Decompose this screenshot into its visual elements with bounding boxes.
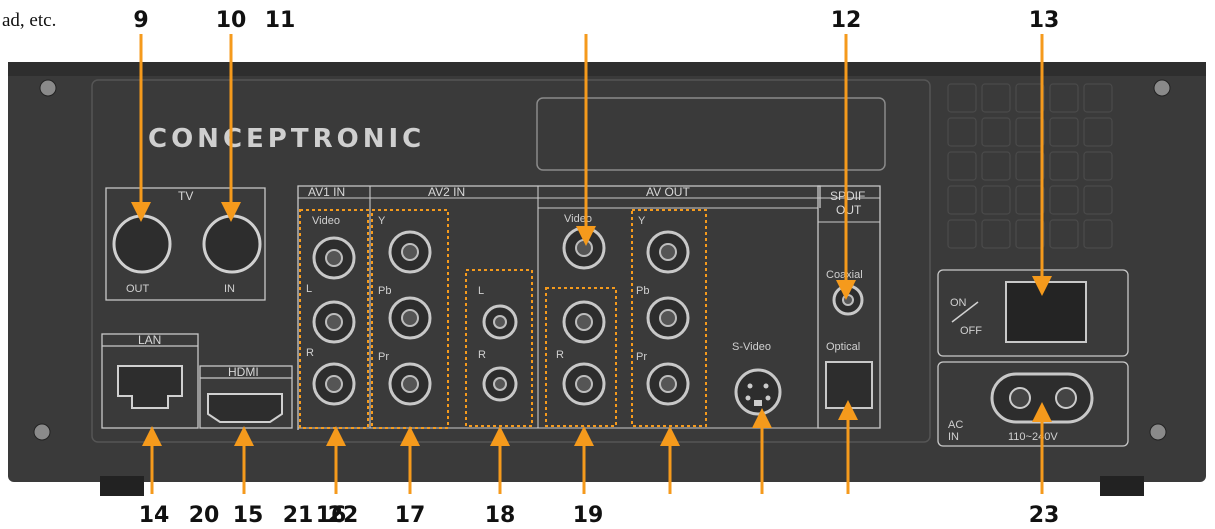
section-lan: LAN	[101, 333, 199, 429]
callout-22: 22	[328, 503, 359, 528]
lan-port	[117, 365, 183, 409]
section-power-switch: ON OFF	[937, 269, 1129, 357]
avout-r-label: R	[556, 349, 564, 361]
callout-23: 23	[1029, 503, 1060, 528]
callout-arrows	[131, 34, 1052, 494]
device-foot-left	[100, 476, 144, 496]
screw-top-right	[1153, 79, 1171, 97]
section-headers: AV1 IN AV2 IN AV OUT SPDIF OUT	[297, 185, 881, 430]
off-label: OFF	[960, 325, 982, 337]
lan-section-label: LAN	[138, 333, 161, 347]
group-avout-component	[631, 209, 707, 427]
section-hdmi: HDMI	[199, 365, 293, 429]
av-out-label: AV OUT	[646, 185, 690, 199]
svideo-port	[734, 368, 782, 416]
callout-21: 21	[283, 503, 314, 528]
tv-section-label: TV	[178, 189, 193, 203]
av2-pb-label: Pb	[378, 285, 391, 297]
device-body	[8, 62, 1206, 496]
section-ac-in: AC IN 110~240V	[937, 361, 1129, 447]
tv-out-label: OUT	[126, 283, 150, 295]
hdmi-section-label: HDMI	[228, 365, 259, 379]
av1-r-label: R	[306, 347, 314, 359]
device-foot-right	[1100, 476, 1144, 496]
av2-l-label: L	[478, 285, 484, 297]
coaxial-label: Coaxial	[826, 269, 863, 281]
voltage-label: 110~240V	[1008, 431, 1058, 443]
rca-centers	[325, 239, 854, 393]
av1-in-label: AV1 IN	[308, 185, 345, 199]
av2-y-label: Y	[378, 215, 386, 227]
optical-label: Optical	[826, 341, 860, 353]
av2-in-label: AV2 IN	[428, 185, 465, 199]
optical-port	[825, 361, 873, 409]
device-chassis	[8, 62, 1206, 482]
callout-18: 18	[485, 503, 516, 528]
tv-out-connector	[112, 214, 172, 274]
group-av2-audio	[465, 269, 533, 427]
tv-in-label: IN	[224, 283, 235, 295]
avout-pb-label: Pb	[636, 285, 649, 297]
hdmi-port	[207, 393, 283, 423]
avout-y-label: Y	[638, 215, 646, 227]
av2-pr-label: Pr	[378, 351, 389, 363]
avout-video-label: Video	[564, 213, 592, 225]
top-text-fragment: ad, etc.	[2, 10, 56, 31]
callout-14: 14	[139, 503, 170, 528]
callout-13: 13	[1029, 8, 1060, 33]
power-rocker	[1005, 281, 1087, 343]
callout-11: 11	[265, 8, 296, 33]
group-avout-audio	[545, 287, 617, 427]
section-tv: TV OUT IN	[105, 187, 266, 301]
callout-19: 19	[573, 503, 604, 528]
av2-r-label: R	[478, 349, 486, 361]
av1-l-label: L	[306, 283, 312, 295]
callout-12: 12	[831, 8, 862, 33]
tv-section-outline	[105, 187, 266, 301]
inner-panel-outline	[91, 79, 931, 443]
callout-15: 15	[233, 503, 264, 528]
screw-bottom-right	[1149, 423, 1167, 441]
device-top-edge	[8, 62, 1206, 76]
ac-label-line1: AC	[948, 419, 963, 431]
callout-9: 9	[133, 8, 148, 33]
svideo-label: S-Video	[732, 341, 771, 353]
av1-video-label: Video	[312, 215, 340, 227]
callout-numbers-bottom: 14 20 15 21 16 22 17 18 19 23	[139, 503, 1060, 528]
screw-top-left	[39, 79, 57, 97]
callout-17: 17	[395, 503, 426, 528]
rca-connectors	[312, 226, 864, 406]
spdif-label-line1: SPDIF	[830, 189, 865, 203]
label-window	[536, 97, 886, 171]
ac-label-line2: IN	[948, 431, 959, 443]
spdif-label-line2: OUT	[836, 203, 862, 217]
brand-logo-text: CONCEPTRONIC	[148, 124, 425, 154]
callout-20: 20	[189, 503, 220, 528]
screw-bottom-left	[33, 423, 51, 441]
callout-16: 16	[316, 503, 347, 528]
callout-10: 10	[216, 8, 247, 33]
lan-section-outline	[101, 333, 199, 429]
vent-grille	[947, 83, 1113, 249]
group-av1	[299, 209, 369, 429]
tv-in-connector	[202, 214, 262, 274]
avout-pr-label: Pr	[636, 351, 647, 363]
callout-numbers-top: 9 10 11 12 13	[133, 8, 1059, 33]
hdmi-section-outline	[199, 365, 293, 429]
on-label: ON	[950, 297, 967, 309]
